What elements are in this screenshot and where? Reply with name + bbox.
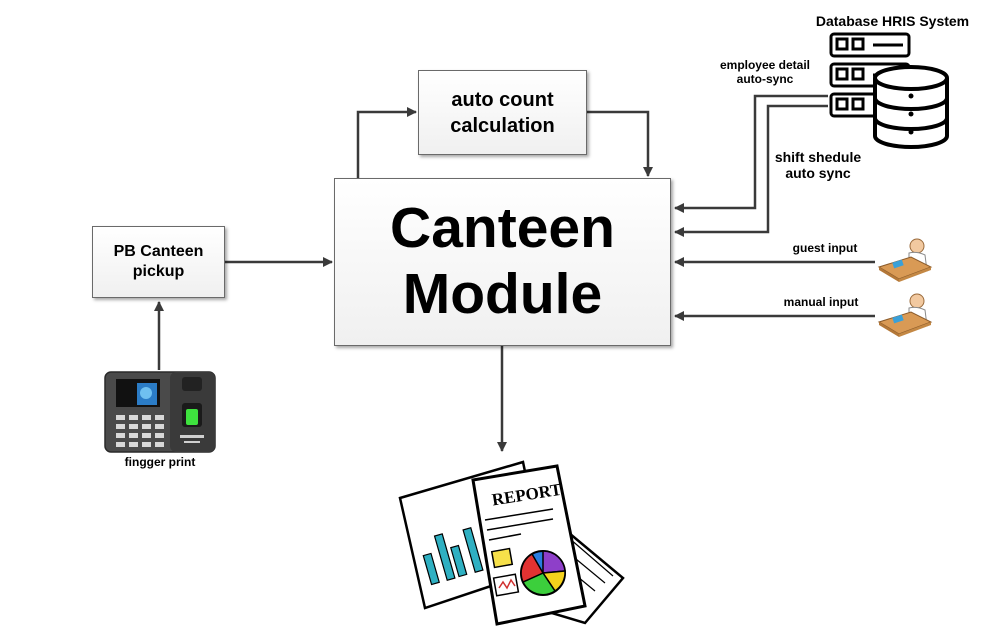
auto-count-line2: calculation [450, 114, 555, 137]
module-title-line1: Canteen [390, 196, 615, 261]
database-title: Database HRIS System [815, 13, 970, 29]
canteen-module-box: Canteen Module [334, 178, 671, 346]
database-server-icon [829, 32, 949, 149]
employee-sync-label: employee detail auto-sync [705, 58, 825, 87]
arrow-module-to-autocount [356, 107, 417, 180]
shift-sync-label: shift shedule auto sync [758, 149, 878, 181]
auto-count-box: auto count calculation [418, 70, 587, 155]
manual-person-desk-icon [877, 293, 933, 337]
shift-sync-line1: shift shedule [774, 149, 862, 165]
manual-input-label: manual input [783, 295, 859, 309]
pickup-line1: PB Canteen [113, 243, 204, 260]
shift-sync-line2: auto sync [785, 165, 851, 182]
arrow-autocount-to-module [587, 110, 653, 177]
fingerprint-device-icon [104, 371, 216, 453]
module-title-line2: Module [402, 262, 603, 326]
pb-canteen-pickup-box: PB Canteen pickup [92, 226, 225, 298]
guest-person-desk-icon [877, 238, 933, 282]
arrow-employee-sync [674, 94, 828, 213]
guest-input-label: guest input [792, 241, 858, 255]
auto-count-line1: auto count [451, 88, 554, 111]
arrow-shift-sync [674, 104, 828, 237]
employee-sync-line1: employee detail [719, 58, 811, 72]
fingerprint-label: fingger print [124, 455, 196, 469]
report-documents-icon: REPORT [398, 460, 625, 626]
pickup-line2: pickup [132, 263, 185, 280]
employee-sync-line2: auto-sync [736, 71, 794, 86]
